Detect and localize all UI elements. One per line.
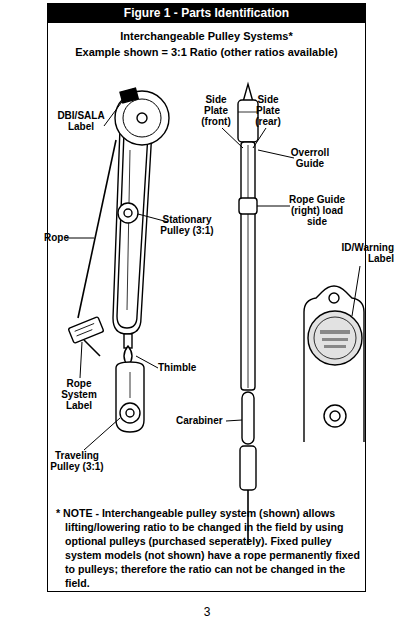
- callout-label: Rope System Label: [54, 378, 104, 411]
- leader-line: [222, 128, 243, 148]
- callout-label: Rope Guide (right) load side: [284, 194, 350, 227]
- side-plate-rear: [113, 128, 152, 334]
- leader-line: [84, 418, 120, 450]
- page-number: 3: [197, 605, 217, 619]
- leader-line: [258, 150, 294, 158]
- label-print: [322, 338, 348, 341]
- callout-label: Stationary Pulley (3:1): [156, 214, 218, 236]
- pulley-side-view: [238, 84, 258, 545]
- callout-label: Side Plate (rear): [248, 94, 288, 127]
- leader-line: [352, 266, 360, 316]
- traveling-pulley: [120, 403, 140, 423]
- pulley-hub: [330, 411, 340, 421]
- figure-frame: [47, 3, 366, 592]
- rope-tag: [68, 317, 104, 344]
- leader-line: [226, 420, 242, 421]
- callout-label: Rope: [44, 232, 74, 243]
- callout-label: Carabiner: [176, 415, 236, 426]
- callout-label: Overroll Guide: [284, 147, 336, 169]
- overroll-guide: [238, 112, 258, 113]
- head-hub: [137, 113, 147, 123]
- plate-outline: [304, 286, 364, 442]
- plate-pulley: [324, 405, 346, 427]
- rope-guide: [239, 198, 257, 214]
- callout-label: Side Plate (front): [196, 94, 236, 127]
- leader-line: [66, 238, 94, 239]
- plate-hole: [329, 293, 339, 303]
- leader-line: [253, 128, 266, 148]
- plate-gap: [248, 145, 249, 388]
- subtitle: Example shown = 3:1 Ratio (other ratios …: [50, 45, 363, 59]
- callout-label: DBI/SALA Label: [52, 110, 110, 132]
- callout-label: Traveling Pulley (3:1): [48, 450, 106, 472]
- label-print: [320, 330, 350, 334]
- head-wheel: [123, 99, 161, 137]
- figure-title: Figure 1 - Parts Identification: [124, 6, 289, 20]
- pulley-hub: [126, 409, 134, 417]
- rope-line: [78, 140, 116, 318]
- rope-tag-body: [68, 317, 104, 344]
- warning-label-disc: [308, 311, 362, 365]
- head-side: [238, 100, 258, 142]
- plate-detail: [304, 286, 364, 442]
- body-side: [241, 142, 255, 390]
- leader-lines: [66, 99, 360, 450]
- leader-line: [80, 342, 82, 378]
- rope-line: [84, 340, 100, 356]
- leader-line: [136, 356, 158, 368]
- traveling-block: [116, 362, 144, 432]
- block-slot: [130, 372, 131, 398]
- callout-label: ID/Warning Label: [326, 242, 394, 264]
- note-text: * NOTE - Interchangeable pulley system (…: [56, 506, 362, 590]
- callout-label: Thimble: [158, 362, 208, 373]
- tag-line: [77, 330, 93, 336]
- side-plate-front: [117, 132, 148, 328]
- subtitle: Interchangeable Pulley Systems*: [50, 29, 363, 43]
- label-ring: [314, 317, 356, 359]
- leader-line: [257, 206, 290, 207]
- lower-block-side: [240, 446, 256, 490]
- pulley-hub: [124, 209, 132, 217]
- plate-slot: [127, 150, 130, 310]
- carabiner-shape: [242, 392, 254, 444]
- title-band: Figure 1 - Parts Identification: [47, 3, 366, 23]
- stationary-pulley: [118, 203, 138, 223]
- label-print: [324, 345, 346, 348]
- leader-line: [104, 99, 124, 126]
